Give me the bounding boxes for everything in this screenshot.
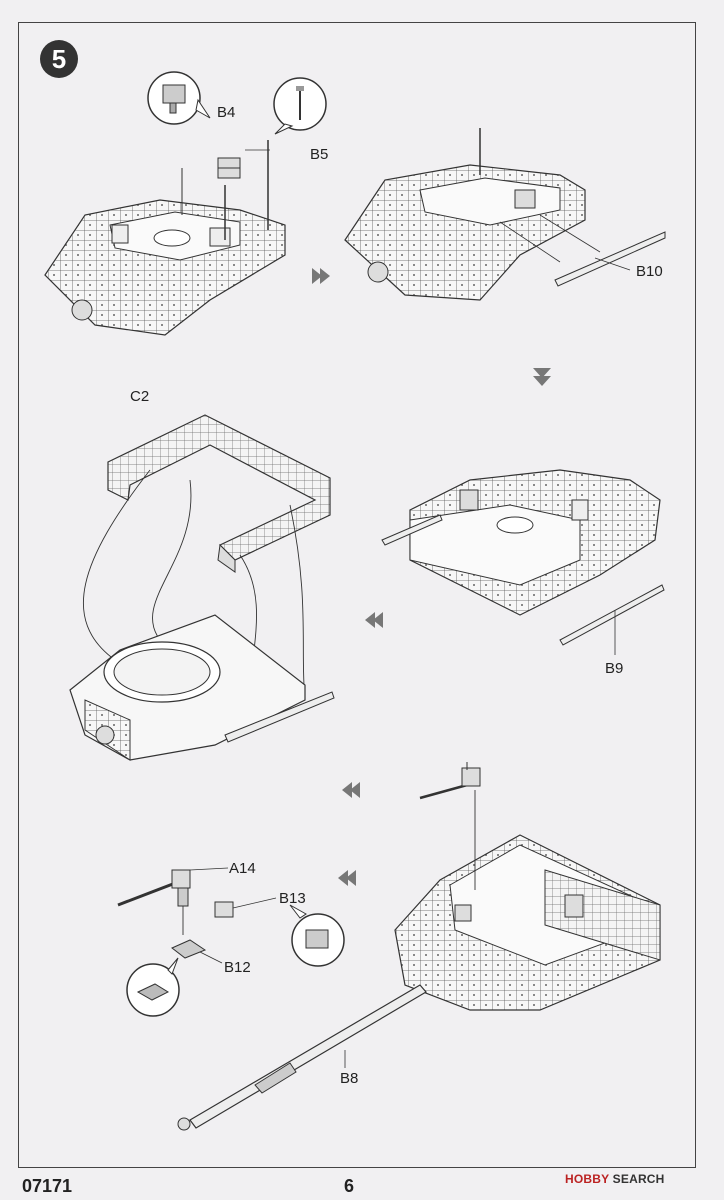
callout-bubble-b4 xyxy=(147,71,211,125)
product-code: 07171 xyxy=(22,1176,73,1196)
page-frame xyxy=(18,22,696,1168)
part-label-b9: B9 xyxy=(605,660,624,677)
rail-part-c2 xyxy=(107,414,331,573)
watermark: HOBBY SEARCH xyxy=(565,1172,665,1186)
turret-assembly-1 xyxy=(44,140,286,336)
callout-bubble-b5 xyxy=(273,77,327,135)
watermark-brand: HOBBY xyxy=(565,1172,610,1186)
watermark-suffix: SEARCH xyxy=(612,1172,665,1186)
callout-bubble-b12 xyxy=(126,957,180,1017)
step-number-badge: 5 xyxy=(40,40,78,78)
part-label-b4: B4 xyxy=(217,104,236,121)
part-label-b10: B10 xyxy=(636,263,663,280)
turret-assembly-2 xyxy=(344,128,666,301)
part-label-a14: A14 xyxy=(229,860,256,877)
flow-arrows xyxy=(312,268,551,886)
page-number: 6 xyxy=(344,1176,355,1196)
part-label-c2: C2 xyxy=(130,388,150,405)
part-label-b13: B13 xyxy=(279,890,306,907)
machine-gun-assembly xyxy=(117,867,277,964)
part-label-b12: B12 xyxy=(224,959,251,976)
turret-assembly-4 xyxy=(381,469,665,655)
part-label-b5: B5 xyxy=(310,146,329,163)
turret-assembly-3 xyxy=(69,614,335,761)
callout-bubble-b13 xyxy=(289,904,345,967)
turret-assembly-final xyxy=(177,762,661,1131)
part-label-b8: B8 xyxy=(340,1070,359,1087)
